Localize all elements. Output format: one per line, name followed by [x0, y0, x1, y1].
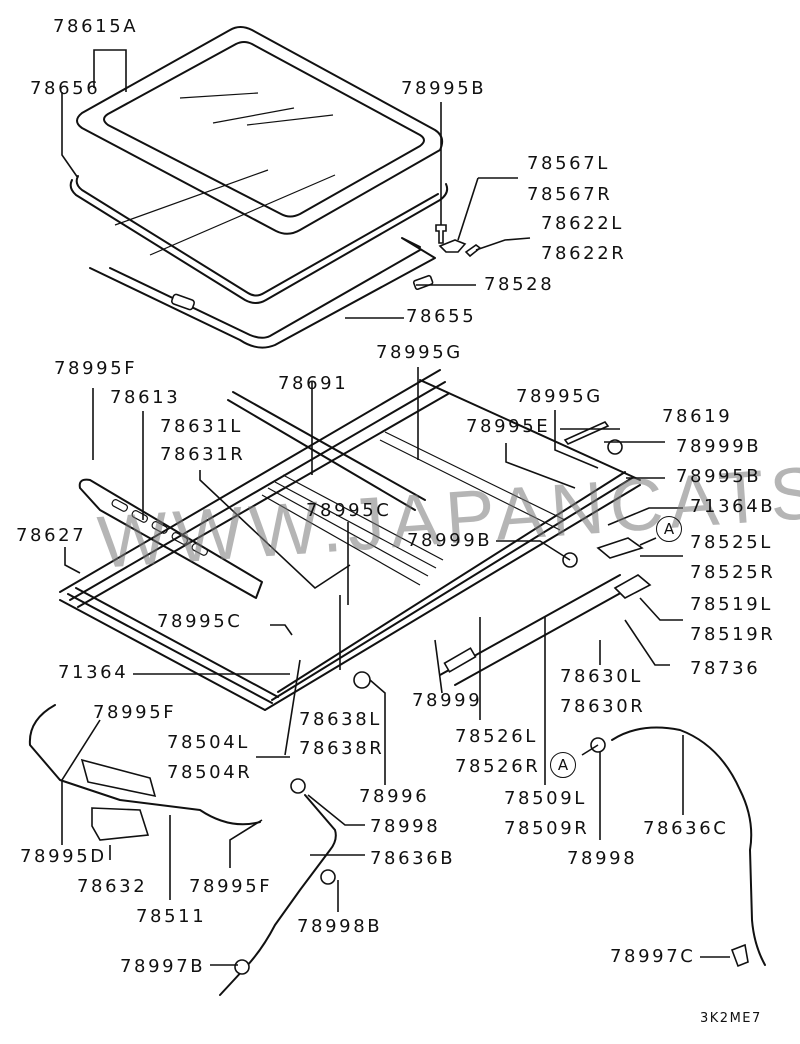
leader-lines: [61, 49, 730, 966]
part-label-78995g-mid[interactable]: 78995G: [376, 342, 463, 363]
part-label-78998-right[interactable]: 78998: [567, 848, 638, 869]
part-label-78567r[interactable]: 78567R: [527, 184, 613, 205]
part-label-78525l[interactable]: 78525L: [690, 532, 773, 553]
part-label-78519l[interactable]: 78519L: [690, 594, 773, 615]
part-label-78998b[interactable]: 78998B: [297, 916, 383, 937]
part-label-78509r[interactable]: 78509R: [504, 818, 590, 839]
part-label-78519r[interactable]: 78519R: [690, 624, 776, 645]
grommet-78997c[interactable]: [730, 943, 749, 968]
clip-78567[interactable]: [438, 239, 467, 253]
bracket-78519[interactable]: [613, 574, 652, 599]
part-label-78526r[interactable]: 78526R: [455, 756, 541, 777]
part-label-78504l[interactable]: 78504L: [167, 732, 250, 753]
part-label-78636c[interactable]: 78636C: [643, 818, 729, 839]
part-label-78511[interactable]: 78511: [136, 906, 207, 927]
part-label-78504r[interactable]: 78504R: [167, 762, 253, 783]
part-label-78999[interactable]: 78999: [412, 690, 483, 711]
part-label-78630l[interactable]: 78630L: [560, 666, 643, 687]
part-label-78638l[interactable]: 78638L: [299, 709, 382, 730]
sunroof-rail-frame[interactable]: [59, 369, 641, 711]
part-label-78509l[interactable]: 78509L: [504, 788, 587, 809]
part-label-78995g-right[interactable]: 78995G: [516, 386, 603, 407]
part-label-78736[interactable]: 78736: [690, 658, 761, 679]
part-label-78995f-mid[interactable]: 78995F: [93, 702, 177, 723]
part-label-78995f-bottom[interactable]: 78995F: [189, 876, 273, 897]
screw-78995b-top[interactable]: [435, 102, 447, 244]
weatherstrip-seal[interactable]: [69, 175, 449, 304]
part-label-78995b-top[interactable]: 78995B: [401, 78, 487, 99]
part-label-78655[interactable]: 78655: [406, 306, 477, 327]
pin-78622[interactable]: [464, 244, 482, 258]
grommet-78997b[interactable]: [234, 959, 250, 975]
nut-78999b-right[interactable]: [607, 439, 623, 455]
drain-hose-front-left[interactable]: [28, 704, 261, 826]
part-label-78995b-right[interactable]: 78995B: [676, 466, 762, 487]
part-label-78615a[interactable]: 78615A: [53, 16, 139, 37]
clamp-78998-left[interactable]: [290, 778, 306, 794]
drain-hose-78636c[interactable]: [611, 726, 766, 966]
reference-marker-a-lower: A: [550, 752, 576, 778]
part-label-78526l[interactable]: 78526L: [455, 726, 538, 747]
part-label-71364[interactable]: 71364: [58, 662, 129, 683]
part-label-78999b-right[interactable]: 78999B: [676, 436, 762, 457]
wind-deflector[interactable]: [78, 478, 263, 599]
part-label-78630r[interactable]: 78630R: [560, 696, 646, 717]
link-78619[interactable]: [563, 421, 610, 445]
part-label-71364b[interactable]: 71364B: [690, 496, 776, 517]
part-label-78528[interactable]: 78528: [484, 274, 555, 295]
part-label-78622l[interactable]: 78622L: [541, 213, 624, 234]
part-label-78622r[interactable]: 78622R: [541, 243, 627, 264]
part-label-78631r[interactable]: 78631R: [160, 444, 246, 465]
part-label-78613[interactable]: 78613: [110, 387, 181, 408]
part-label-78656[interactable]: 78656: [30, 78, 101, 99]
grommet-78996[interactable]: [353, 671, 371, 689]
part-label-78631l[interactable]: 78631L: [160, 416, 243, 437]
part-label-78995c-upper[interactable]: 78995C: [306, 500, 392, 521]
part-label-78997b[interactable]: 78997B: [120, 956, 206, 977]
part-label-78525r[interactable]: 78525R: [690, 562, 776, 583]
reference-marker-a-upper: A: [656, 516, 682, 542]
part-label-78998-left[interactable]: 78998: [370, 816, 441, 837]
clamp-78998b[interactable]: [320, 869, 336, 885]
drawing-code: 3K2ME7: [700, 1011, 762, 1026]
part-label-78632[interactable]: 78632: [77, 876, 148, 897]
sunroof-shade-frame[interactable]: [89, 169, 436, 349]
part-label-78997c[interactable]: 78997C: [610, 946, 696, 967]
part-label-78691[interactable]: 78691: [278, 373, 349, 394]
part-label-78995f-top[interactable]: 78995F: [54, 358, 138, 379]
part-label-78567l[interactable]: 78567L: [527, 153, 610, 174]
part-label-78995c-lower[interactable]: 78995C: [157, 611, 243, 632]
part-label-78999b-mid[interactable]: 78999B: [407, 530, 493, 551]
part-label-78619[interactable]: 78619: [662, 406, 733, 427]
part-label-78996[interactable]: 78996: [359, 786, 430, 807]
part-label-78636b[interactable]: 78636B: [370, 848, 456, 869]
part-label-78995d[interactable]: 78995D: [20, 846, 107, 867]
sunroof-glass-panel[interactable]: [76, 26, 444, 235]
bracket-78525[interactable]: [596, 537, 644, 559]
part-label-78638r[interactable]: 78638R: [299, 738, 385, 759]
part-label-78627[interactable]: 78627: [16, 525, 87, 546]
drain-hose-78636b[interactable]: [219, 794, 337, 996]
sunroof-motor[interactable]: [80, 758, 157, 841]
part-label-78995e[interactable]: 78995E: [466, 416, 551, 437]
